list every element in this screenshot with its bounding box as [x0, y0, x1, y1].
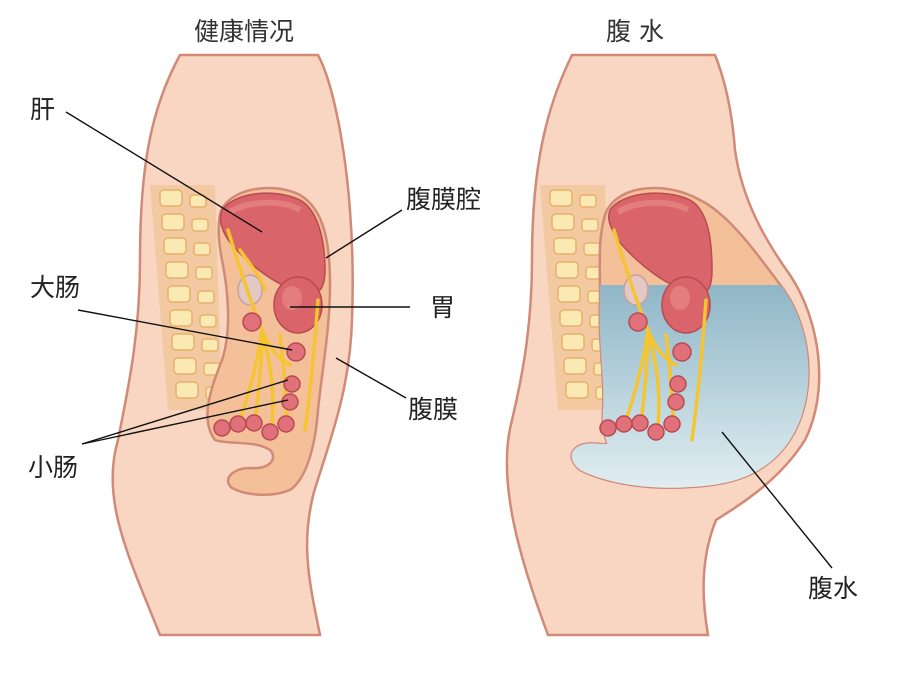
healthy-intestines — [213, 312, 306, 441]
leader-liver — [65, 111, 263, 233]
leader-large-intestine — [77, 309, 293, 351]
ascites-title: 腹 水 — [606, 17, 664, 46]
leader-ascites-fluid — [721, 431, 833, 569]
ascites-intestines — [599, 312, 692, 441]
label-ascites-fluid: 腹水 — [808, 574, 858, 603]
leader-peritoneal-cavity — [325, 209, 403, 259]
healthy-spine — [150, 185, 223, 410]
healthy-title: 健康情况 — [194, 17, 294, 46]
leader-small-intestine-1 — [81, 379, 289, 445]
leader-peritoneum — [335, 357, 407, 399]
label-large-intestine: 大肠 — [30, 273, 80, 302]
ascites-panel: 腹 水 — [505, 17, 821, 637]
label-stomach: 胃 — [430, 293, 455, 322]
leader-small-intestine-2 — [81, 399, 289, 445]
ascites-spine — [540, 185, 613, 410]
label-liver: 肝 — [30, 95, 55, 124]
ascites-liver — [608, 192, 713, 295]
healthy-panel: 健康情况 — [111, 17, 354, 637]
labels: 肝 腹膜腔 大肠 胃 腹膜 小肠 腹水 — [28, 95, 858, 603]
label-small-intestine: 小肠 — [28, 453, 78, 482]
label-peritoneal-cavity: 腹膜腔 — [406, 185, 481, 214]
label-peritoneum: 腹膜 — [408, 395, 458, 424]
